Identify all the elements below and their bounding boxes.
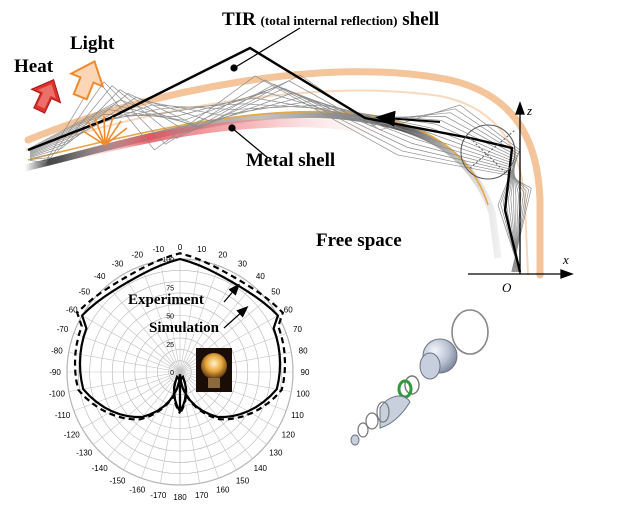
polar-spoke: [68, 371, 181, 392]
polar-angle-label: 100: [296, 390, 310, 399]
emitter-fan: [82, 115, 128, 146]
experiment-label: Experiment: [128, 292, 204, 308]
polar-angle-label: -120: [64, 431, 81, 440]
polar-angle-label: -90: [49, 368, 61, 377]
polar-spoke: [179, 299, 267, 373]
polar-spoke: [123, 273, 181, 373]
polar-spoke: [179, 371, 253, 459]
metal-shell-label: Metal shell: [246, 150, 336, 171]
polar-spoke: [93, 371, 181, 445]
light-label: Light: [70, 33, 115, 54]
polar-spoke: [93, 299, 181, 373]
light-arrow-icon: [68, 60, 105, 101]
polar-angle-label: 0: [178, 243, 183, 252]
polar-spoke: [107, 285, 181, 373]
ray-line: [29, 103, 518, 273]
polar-spoke: [141, 265, 181, 373]
polar-angle-label: -150: [109, 476, 126, 485]
x-axis-label: x: [563, 252, 569, 267]
exploded-lamp-assembly: [350, 309, 489, 446]
polar-spoke: [179, 273, 237, 373]
polar-spoke: [179, 371, 267, 445]
simulation-label: Simulation: [149, 320, 220, 336]
ray-fan: [29, 74, 532, 273]
polar-angle-label: 80: [299, 346, 308, 355]
polar-radial-label: 50: [166, 314, 174, 321]
heat-label: Heat: [14, 56, 54, 77]
polar-spoke: [73, 333, 181, 373]
polar-radial-label: 25: [166, 342, 174, 349]
polar-angle-label: -20: [131, 251, 143, 260]
simulation-curve: [78, 257, 282, 419]
ray-line: [29, 75, 532, 273]
polar-spoke: [68, 352, 181, 373]
polar-angle-label: 160: [216, 485, 230, 494]
polar-radial-label: 100: [162, 257, 174, 264]
experiment-arrow: [223, 283, 240, 303]
polar-angle-label: -50: [78, 288, 90, 297]
polar-angle-label: -30: [112, 260, 124, 269]
polar-spoke: [179, 260, 200, 373]
polar-spoke: [179, 285, 253, 373]
free-space-label: Free space: [316, 230, 402, 251]
polar-radial-label: 75: [166, 285, 174, 292]
polar-spoke: [107, 371, 181, 459]
incidence-detail-circle: [460, 124, 516, 180]
polar-spoke: [179, 371, 237, 471]
ray-line: [29, 104, 517, 273]
ray-line: [29, 74, 521, 273]
polar-angle-label: 150: [236, 476, 250, 485]
origin-label: O: [502, 280, 512, 295]
z-axis-label: z: [527, 103, 533, 118]
lamp-photo: [196, 348, 232, 392]
polar-angle-label: 130: [269, 448, 283, 457]
polar-angle-label: -10: [153, 245, 165, 254]
polar-spoke: [81, 371, 181, 429]
polar-spoke: [81, 315, 181, 373]
polar-spoke: [160, 260, 181, 373]
heat-arrow-icon: [30, 79, 62, 114]
polar-radial-label: 0: [170, 370, 174, 377]
leader-lines: [228, 27, 301, 159]
polar-angle-label: 110: [291, 411, 304, 420]
polar-angle-label: -130: [76, 448, 93, 457]
polar-angle-label: 90: [301, 368, 310, 377]
polar-angle-label: -170: [150, 491, 167, 500]
polar-angle-label: -100: [49, 390, 66, 399]
tir-shell-text: shell: [402, 9, 440, 30]
polar-spoke: [73, 371, 181, 411]
polar-angle-label: -80: [51, 346, 63, 355]
polar-spoke: [179, 265, 219, 373]
tir-main-text: TIR: [222, 9, 256, 30]
polar-angle-label: -60: [66, 306, 78, 315]
polar-angle-label: 50: [271, 288, 280, 297]
coordinate-axes: [468, 101, 574, 279]
polar-angle-label: 10: [197, 245, 206, 254]
simulation-arrow: [223, 305, 249, 329]
polar-angle-label: -160: [129, 485, 146, 494]
polar-spoke: [123, 371, 181, 471]
polar-angle-label: 120: [282, 431, 296, 440]
polar-angle-label: 180: [173, 493, 187, 502]
polar-angle-label: -110: [55, 411, 71, 420]
polar-angle-label: 140: [254, 464, 268, 473]
tir-shell-label: TIR (total internal reflection) shell: [222, 9, 439, 31]
primary-ray: [27, 46, 522, 273]
polar-angle-label: 20: [218, 251, 227, 260]
polar-angle-label: -40: [94, 272, 106, 281]
ray-line: [29, 79, 530, 273]
polar-angle-label: 70: [293, 325, 302, 334]
polar-angle-label: 40: [256, 272, 265, 281]
polar-angle-label: -70: [57, 325, 69, 334]
experiment-curve: [73, 252, 287, 421]
polar-angle-label: -140: [92, 464, 109, 473]
tir-paren-text: (total internal reflection): [260, 13, 398, 28]
polar-angle-label: 30: [238, 260, 247, 269]
polar-angle-label: 60: [284, 306, 293, 315]
polar-angle-label: 170: [195, 491, 209, 500]
